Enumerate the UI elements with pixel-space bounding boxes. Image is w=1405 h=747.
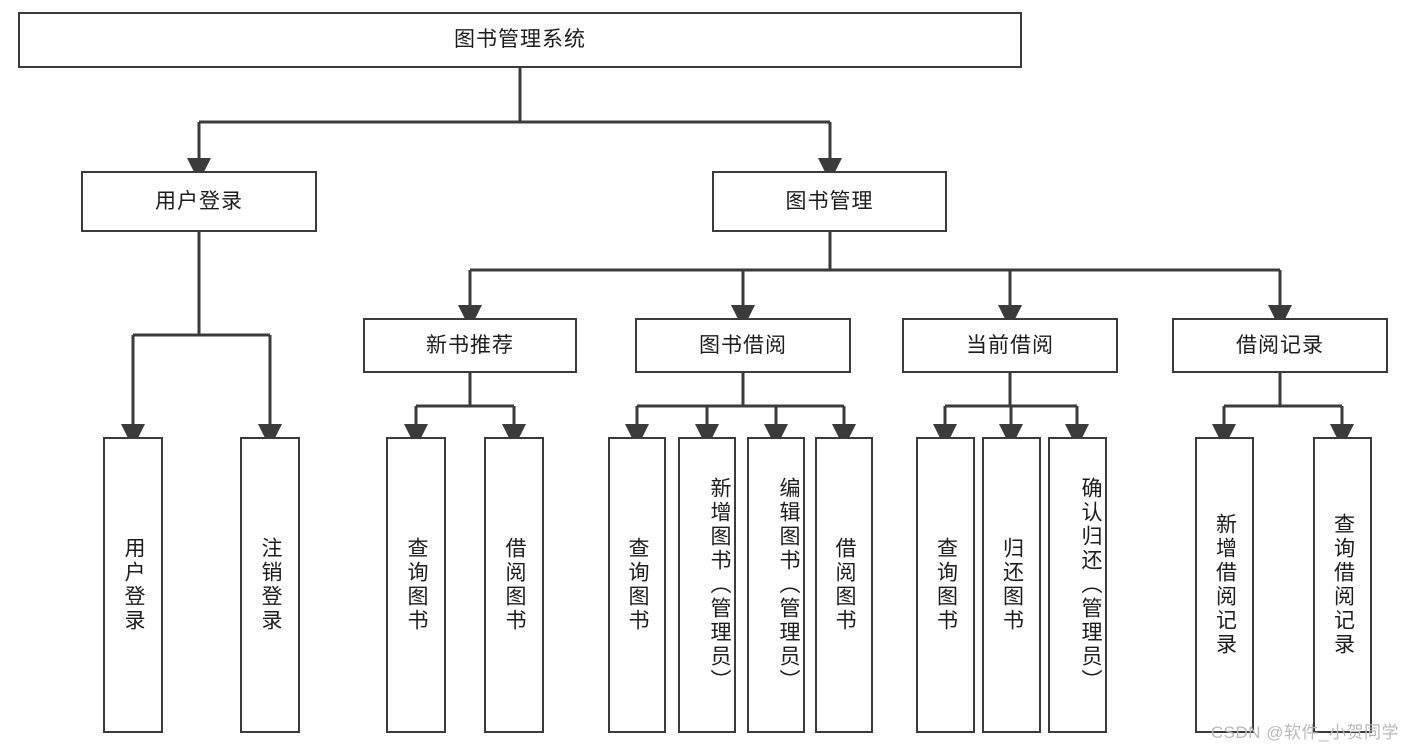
leaf-query-book-current[interactable]: 查询图书 (916, 437, 975, 733)
leaf-add-book-admin[interactable]: 新增图书（管理员） (678, 437, 736, 733)
csdn-watermark: CSDN @软件_小贺同学 (1210, 723, 1399, 742)
leaf-query-borrow-record[interactable]: 查询借阅记录 (1313, 437, 1372, 733)
leaf-query-book-newbook[interactable]: 查询图书 (386, 437, 446, 733)
node-current-borrow[interactable]: 当前借阅 (902, 318, 1118, 373)
leaf-query-book-borrow[interactable]: 查询图书 (608, 437, 666, 733)
leaf-confirm-return-admin[interactable]: 确认归还（管理员） (1048, 437, 1107, 733)
node-book-management[interactable]: 图书管理 (712, 171, 947, 232)
node-root[interactable]: 图书管理系统 (18, 12, 1022, 68)
node-new-book-recommend[interactable]: 新书推荐 (363, 318, 577, 373)
leaf-edit-book-admin[interactable]: 编辑图书（管理员） (747, 437, 805, 733)
leaf-return-book[interactable]: 归还图书 (982, 437, 1041, 733)
leaf-borrow-book-newbook[interactable]: 借阅图书 (484, 437, 544, 733)
node-book-borrow[interactable]: 图书借阅 (635, 318, 851, 373)
node-user-login[interactable]: 用户登录 (81, 171, 317, 232)
node-borrow-records[interactable]: 借阅记录 (1172, 318, 1388, 373)
leaf-user-logout[interactable]: 注销登录 (240, 437, 300, 733)
leaf-borrow-book[interactable]: 借阅图书 (815, 437, 873, 733)
leaf-add-borrow-record[interactable]: 新增借阅记录 (1195, 437, 1254, 733)
leaf-user-login[interactable]: 用户登录 (103, 437, 163, 733)
